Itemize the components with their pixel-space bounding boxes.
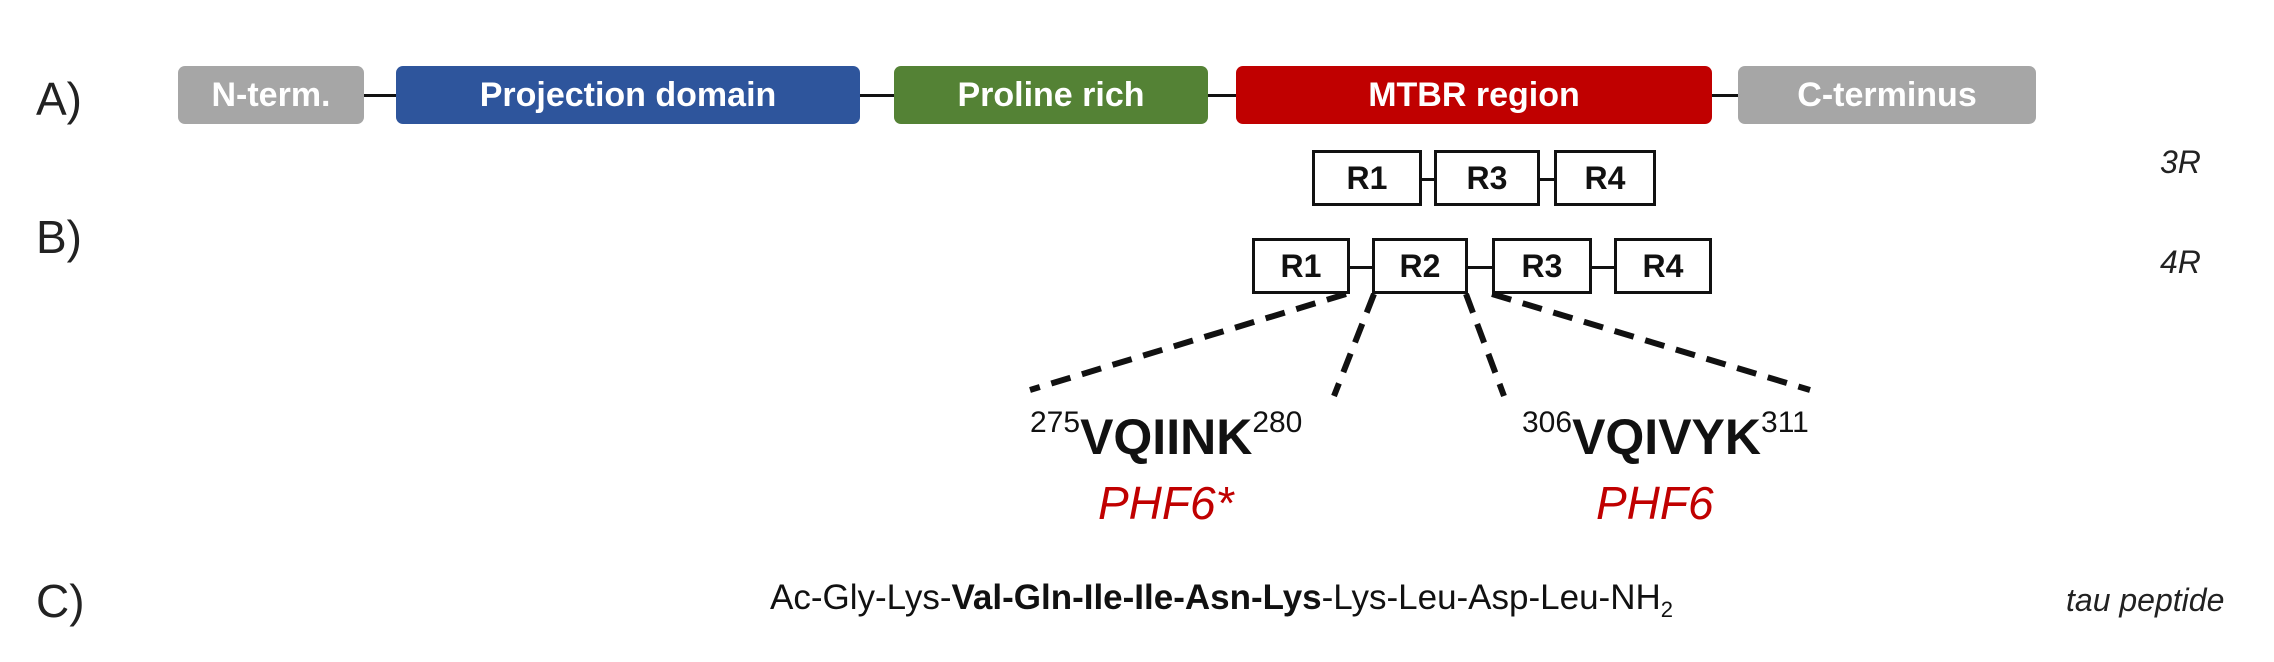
dashed-line xyxy=(1491,291,1811,393)
connector-line xyxy=(1712,94,1738,97)
domain-mtbr: MTBR region xyxy=(1236,66,1712,124)
dashed-line xyxy=(1029,291,1347,393)
connector-line xyxy=(1592,266,1614,269)
connector-line xyxy=(1208,94,1236,97)
connector-line xyxy=(1350,266,1372,269)
motif-phf6star-sequence: 275VQIINK280 xyxy=(1030,406,1302,466)
connector-line xyxy=(364,94,396,97)
peptide-core: Val-Gln-Ile-Ile-Asn-Lys xyxy=(951,578,1322,617)
domain-cterm: C-terminus xyxy=(1738,66,2036,124)
connector-line xyxy=(1540,178,1554,181)
motif-phf6star-start: 275 xyxy=(1030,406,1081,439)
connector-line xyxy=(860,94,894,97)
dashed-line xyxy=(1463,292,1507,398)
panel-label-b: B) xyxy=(36,211,82,263)
repeat-3r-r1: R1 xyxy=(1312,150,1422,206)
motif-phf6-start: 306 xyxy=(1522,406,1573,439)
motif-phf6-sequence: 306VQIVYK311 xyxy=(1522,406,1809,466)
repeat-4r-r3: R3 xyxy=(1492,238,1592,294)
repeat-3r-r3: R3 xyxy=(1434,150,1540,206)
peptide-prefix: Ac-Gly-Lys- xyxy=(770,578,952,617)
peptide-label: tau peptide xyxy=(2066,582,2225,618)
panel-label-a: A) xyxy=(36,73,82,125)
dashed-line xyxy=(1331,292,1377,398)
domain-proline-rich: Proline rich xyxy=(894,66,1208,124)
motif-phf6-seq: VQIVYK xyxy=(1572,409,1762,465)
peptide-sequence: Ac-Gly-Lys-Val-Gln-Ile-Ile-Asn-Lys-Lys-L… xyxy=(770,578,1673,623)
motif-phf6star-name: PHF6* xyxy=(1098,477,1234,529)
motif-phf6star-end: 280 xyxy=(1252,406,1303,439)
repeat-3r-r4: R4 xyxy=(1554,150,1656,206)
isoform-4r-label: 4R xyxy=(2160,244,2201,280)
motif-phf6star-seq: VQIINK xyxy=(1080,409,1253,465)
connector-line xyxy=(1468,266,1492,269)
domain-projection: Projection domain xyxy=(396,66,860,124)
repeat-4r-r1: R1 xyxy=(1252,238,1350,294)
motif-phf6-name: PHF6 xyxy=(1596,477,1714,529)
connector-line xyxy=(1422,178,1434,181)
repeat-4r-r4: R4 xyxy=(1614,238,1712,294)
peptide-suffix: -Lys-Leu-Asp-Leu-NH xyxy=(1321,578,1661,617)
isoform-3r-label: 3R xyxy=(2160,144,2201,180)
panel-label-c: C) xyxy=(36,575,85,627)
repeat-4r-r2: R2 xyxy=(1372,238,1468,294)
peptide-subscript: 2 xyxy=(1660,597,1674,622)
motif-phf6-end: 311 xyxy=(1761,406,1809,439)
domain-nterm: N-term. xyxy=(178,66,364,124)
